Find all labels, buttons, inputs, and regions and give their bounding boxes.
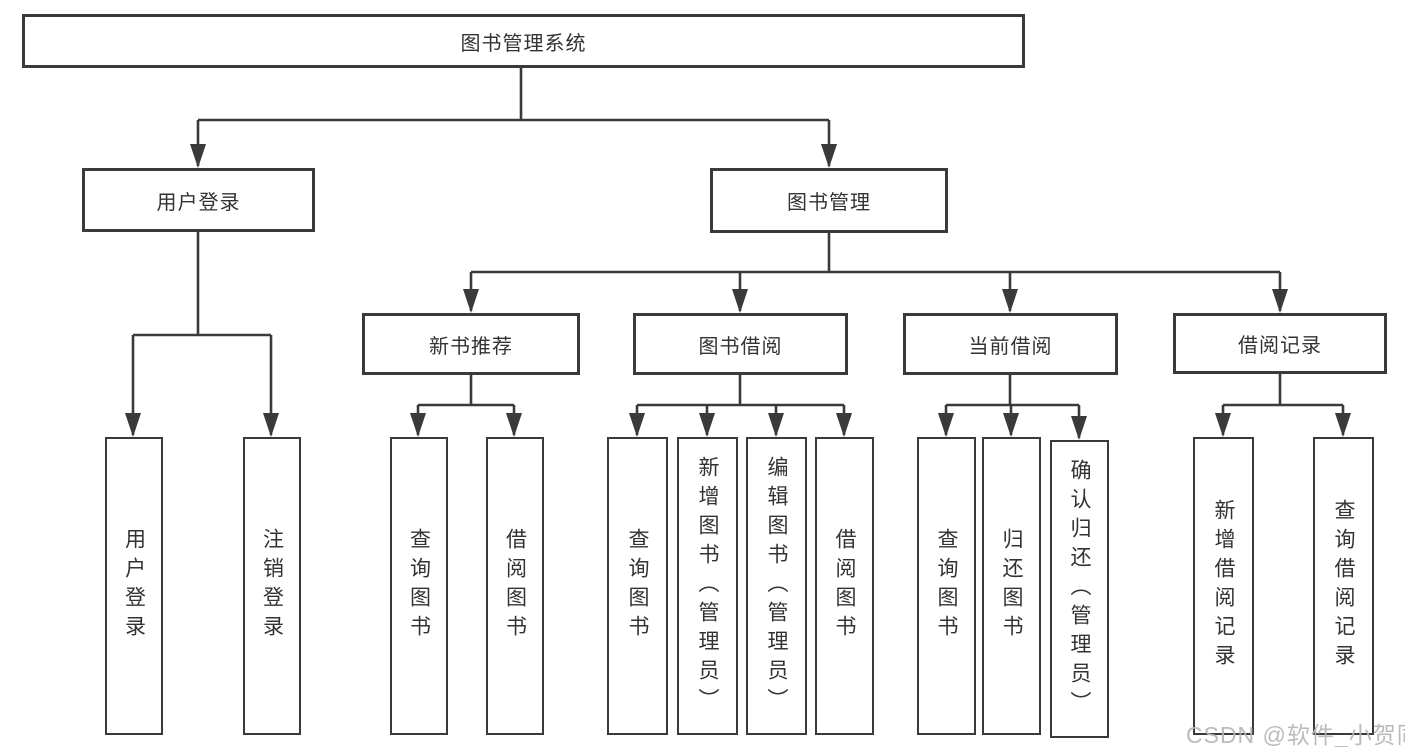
node-query-books-2: 查询图书 xyxy=(607,437,668,735)
arrowhead-icons xyxy=(125,144,1351,440)
node-new-book-recommendation: 新书推荐 xyxy=(362,313,580,375)
node-label: 图书借阅 xyxy=(698,335,783,358)
node-label: 用户登录 xyxy=(156,191,241,214)
node-label: 图书管理系统 xyxy=(460,32,587,55)
node-query-books-3: 查询图书 xyxy=(917,437,976,735)
csdn-watermark: CSDN @软件_小贺同学 xyxy=(1186,722,1405,747)
node-label: 查询图书 xyxy=(407,528,431,644)
node-query-borrow-record: 查询借阅记录 xyxy=(1313,437,1374,735)
node-library-management-system: 图书管理系统 xyxy=(22,14,1025,68)
node-label: 确认归还（管理员） xyxy=(1068,458,1091,720)
node-query-books-1: 查询图书 xyxy=(390,437,448,735)
node-user-login-leaf: 用户登录 xyxy=(105,437,163,735)
node-label: 编辑图书（管理员） xyxy=(765,455,788,717)
node-label: 查询借阅记录 xyxy=(1332,499,1355,673)
node-user-login: 用户登录 xyxy=(82,168,315,232)
node-label: 注销登录 xyxy=(260,528,284,644)
node-add-borrow-record: 新增借阅记录 xyxy=(1193,437,1254,735)
node-label: 借阅图书 xyxy=(833,528,856,644)
node-label: 当前借阅 xyxy=(968,335,1053,358)
node-label: 归还图书 xyxy=(1000,528,1023,644)
node-borrowing-records: 借阅记录 xyxy=(1173,313,1387,374)
node-label: 新书推荐 xyxy=(429,335,513,358)
node-label: 图书管理 xyxy=(787,192,871,214)
node-add-book-admin: 新增图书（管理员） xyxy=(677,437,738,735)
node-borrow-books-2: 借阅图书 xyxy=(815,437,874,735)
node-edit-book-admin: 编辑图书（管理员） xyxy=(746,437,807,735)
node-label: 查询图书 xyxy=(626,528,649,644)
node-logout: 注销登录 xyxy=(243,437,301,735)
node-label: 新增图书（管理员） xyxy=(696,455,719,717)
node-label: 借阅图书 xyxy=(503,528,527,644)
node-book-borrowing: 图书借阅 xyxy=(633,313,848,375)
node-borrow-books-1: 借阅图书 xyxy=(486,437,544,735)
node-label: 用户登录 xyxy=(122,528,146,644)
node-current-borrowing: 当前借阅 xyxy=(903,313,1118,375)
node-confirm-return-admin: 确认归还（管理员） xyxy=(1050,440,1109,738)
node-book-management: 图书管理 xyxy=(710,168,948,233)
node-label: 新增借阅记录 xyxy=(1212,499,1235,673)
node-label: 查询图书 xyxy=(935,528,958,644)
node-return-books: 归还图书 xyxy=(982,437,1041,735)
node-label: 借阅记录 xyxy=(1238,335,1322,357)
